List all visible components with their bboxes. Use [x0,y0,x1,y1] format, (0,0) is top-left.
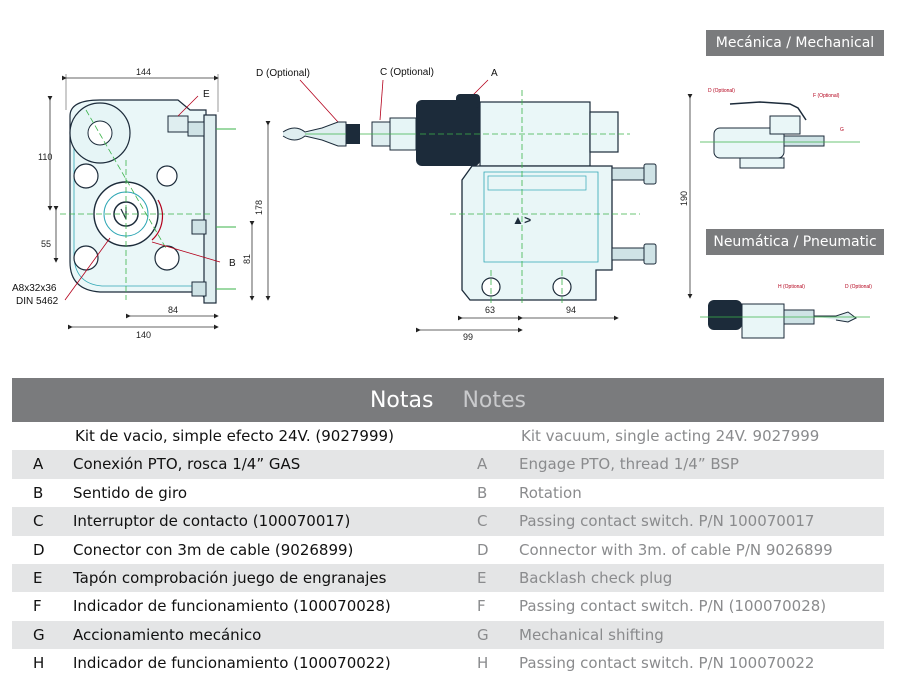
row-text-en: Kit vacuum, single acting 24V. 9027999 [521,427,820,445]
dim-144: 144 [136,67,151,77]
notes-row: D Conector con 3m de cable (9026899) D C… [12,536,884,564]
row-key-es: H [33,654,45,673]
row-text-en: Rotation [519,483,582,502]
spline-label-1: A8x32x36 [12,283,57,294]
mechanical-panel-title: Mecánica / Mechanical [706,30,884,56]
row-text-es: Tapón comprobación juego de engranajes [73,568,387,587]
row-text-en: Passing contact switch. P/N 100070022 [519,654,815,673]
row-key-en: E [477,568,487,587]
row-key-en: G [477,625,489,644]
mech-label-d: D (Optional) [708,88,735,94]
notes-table: Notas Notes Kit de vacio, simple efecto … [12,378,884,678]
notes-row: G Accionamiento mecánico G Mechanical sh… [12,620,884,650]
row-key-en: B [477,483,488,502]
row-key-en: A [477,455,488,474]
pneumatic-diagram: H (Optional) D (Optional) [700,284,872,339]
row-text-es: Indicador de funcionamiento (100070022) [73,654,391,673]
pneumatic-panel-title: Neumática / Pneumatic [706,229,884,255]
notes-title-es: Notas [369,388,434,413]
row-key-es: D [33,540,45,559]
row-text-en: Backlash check plug [519,568,673,587]
row-text-es: Sentido de giro [73,483,187,502]
dim-55: 55 [41,239,51,249]
row-text-es: Accionamiento mecánico [73,625,262,644]
logo-mark: ▲> [512,213,531,227]
row-key-es: E [33,568,43,587]
connector-d: D (Optional) [256,68,360,147]
dim-178: 178 [254,200,264,215]
row-text-es: Conexión PTO, rosca 1/4” GAS [73,455,301,474]
pneu-label-h: H (Optional) [778,284,805,290]
notes-row: F Indicador de funcionamiento (100070028… [12,592,884,620]
row-text-en: Passing contact switch. P/N 100070017 [519,512,815,531]
dim-99: 99 [463,332,473,342]
mechanical-diagram: D (Optional) F (Optional) G [700,88,860,169]
dim-63: 63 [485,305,495,315]
row-key-es: B [33,483,44,502]
row-text-en: Connector with 3m. of cable P/N 9026899 [519,540,833,559]
side-view: A ▲> [416,68,693,342]
label-c-optional: C (Optional) [380,67,434,78]
row-key-en: F [477,597,486,616]
dim-81: 81 [242,254,252,264]
technical-drawing: 144 110 55 178 81 84 140 [12,67,872,342]
notes-row: C Interruptor de contacto (100070017) C … [12,507,884,536]
row-key-es: A [33,455,44,474]
dim-94: 94 [566,305,576,315]
row-text-en: Mechanical shifting [519,625,664,644]
row-key-en: D [477,540,489,559]
row-text-es: Interruptor de contacto (100070017) [73,512,351,531]
label-d-optional: D (Optional) [256,68,310,79]
row-key-en: H [477,654,489,673]
front-view: 144 110 55 178 81 84 140 [12,67,271,340]
mech-label-g: G [840,127,844,133]
row-text-es: Indicador de funcionamiento (100070028) [73,597,391,616]
notes-row: B Sentido de giro B Rotation [12,479,884,507]
notes-header: Notas Notes [12,378,884,422]
row-text-en: Engage PTO, thread 1/4” BSP [519,455,739,474]
dim-190: 190 [679,191,689,206]
row-key-es: C [33,512,44,531]
dim-110: 110 [38,152,52,162]
label-a: A [491,68,498,79]
dim-84: 84 [168,305,178,315]
row-key-es: F [33,597,42,616]
dim-140: 140 [136,330,151,340]
notes-row: A Conexión PTO, rosca 1/4” GAS A Engage … [12,450,884,479]
mech-label-f: F (Optional) [813,93,840,99]
notes-row: E Tapón comprobación juego de engranajes… [12,563,884,593]
row-text-es: Kit de vacio, simple efecto 24V. (902799… [75,427,394,445]
notes-row: H Indicador de funcionamiento (100070022… [12,649,884,677]
label-e: E [203,89,210,100]
pneu-label-d: D (Optional) [845,284,872,290]
row-key-en: C [477,512,488,531]
row-text-es: Conector con 3m de cable (9026899) [73,540,354,559]
label-b: B [229,258,236,269]
row-text-en: Passing contact switch. P/N (100070028) [519,597,827,616]
spline-label-2: DIN 5462 [16,296,59,307]
row-key-es: G [33,625,45,644]
notes-row: Kit de vacio, simple efecto 24V. (902799… [12,422,884,450]
notes-title-en: Notes [462,388,527,413]
